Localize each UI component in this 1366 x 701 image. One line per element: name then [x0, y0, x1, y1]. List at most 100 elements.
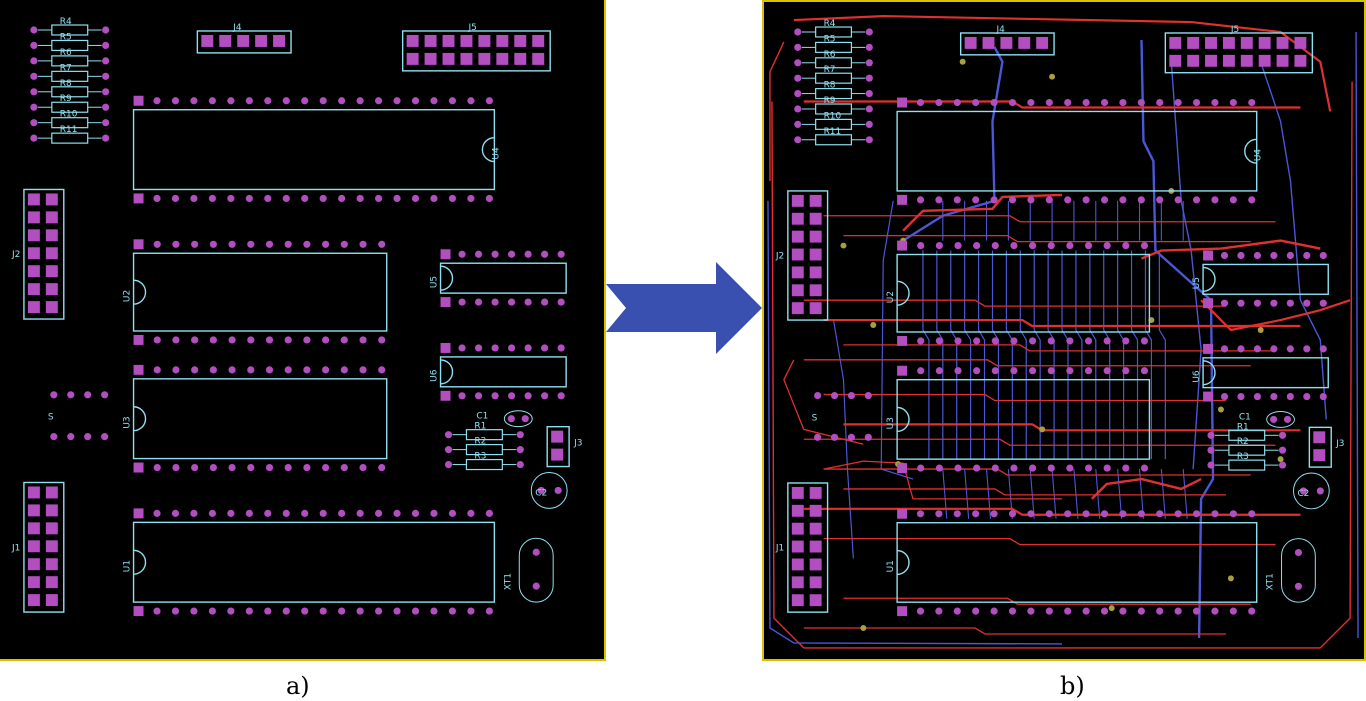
pad [322, 366, 330, 374]
pad [209, 463, 217, 472]
pad [935, 464, 943, 472]
trace [1033, 250, 1041, 460]
pad [1027, 510, 1035, 518]
pad [794, 120, 802, 128]
connector-outline [787, 190, 829, 321]
ic-notch [440, 359, 454, 385]
pad [1082, 196, 1090, 204]
pad [865, 120, 873, 128]
pad [1010, 367, 1018, 375]
pad [411, 607, 420, 615]
pad [847, 391, 855, 400]
pad [356, 607, 364, 615]
resistor-body [1228, 429, 1266, 441]
pad [301, 194, 309, 203]
pad [897, 463, 908, 474]
pad [990, 98, 998, 107]
pad [1119, 196, 1127, 204]
component-label: U6 [1192, 370, 1202, 383]
pad [247, 463, 255, 472]
pad [356, 194, 364, 203]
pad [1220, 299, 1229, 307]
connector-outline [787, 482, 829, 613]
pad [460, 34, 473, 47]
pad [1248, 196, 1256, 204]
pad [1174, 98, 1182, 107]
ic-notch [1203, 360, 1216, 386]
pad [102, 88, 110, 96]
pad [485, 97, 493, 105]
component-label: R10 [60, 110, 78, 120]
pad [474, 344, 483, 352]
pad [1045, 510, 1053, 518]
pad [809, 576, 822, 589]
pad [458, 250, 466, 258]
pad [953, 607, 961, 615]
pad [1122, 367, 1130, 375]
pad [514, 34, 527, 47]
pad [1027, 98, 1035, 107]
trace [843, 423, 1301, 432]
pad [84, 391, 92, 399]
pad [1248, 607, 1256, 615]
pad [1174, 510, 1182, 518]
pad [557, 392, 565, 400]
pad [273, 34, 286, 47]
pad [282, 509, 290, 517]
component-label: U5 [430, 276, 440, 288]
via [1257, 327, 1264, 333]
pad [1286, 392, 1294, 401]
pad [424, 34, 437, 47]
pad [1082, 607, 1090, 615]
via [1039, 426, 1046, 433]
connector-outline [401, 30, 551, 72]
pad [424, 52, 437, 65]
pad [303, 336, 311, 344]
pad [791, 284, 804, 297]
trace [942, 469, 948, 519]
pad [990, 607, 998, 615]
pad [247, 240, 255, 248]
component-label: C2 [1297, 489, 1309, 499]
pad [467, 97, 475, 105]
pad [1237, 251, 1245, 260]
resistor-body [1228, 459, 1266, 471]
pad [809, 302, 822, 315]
pad [791, 302, 804, 315]
trace [902, 193, 1063, 232]
pad [284, 240, 292, 248]
pad [201, 34, 214, 47]
pad [1029, 337, 1037, 345]
pad [172, 240, 180, 248]
pad [791, 540, 804, 553]
pad [865, 105, 873, 113]
component-label: R3 [474, 452, 486, 462]
pad [190, 97, 198, 105]
pad [1066, 464, 1074, 472]
component-label: J5 [1230, 25, 1239, 35]
pad [1211, 98, 1219, 107]
pad [411, 509, 420, 517]
pad [50, 391, 58, 399]
pad [1270, 415, 1278, 423]
pad [245, 194, 253, 203]
pad [897, 194, 908, 205]
pad [1276, 54, 1289, 67]
pad [27, 540, 40, 553]
pad [935, 367, 943, 375]
trace [803, 359, 1251, 367]
pad [27, 265, 40, 278]
pad [1169, 36, 1182, 49]
pad [1010, 241, 1018, 250]
pad [1286, 251, 1294, 260]
pad [209, 336, 217, 344]
component-label: R1 [474, 422, 486, 432]
pad [791, 248, 804, 261]
pad [809, 540, 822, 553]
pad [1278, 431, 1287, 439]
via [1227, 575, 1234, 582]
pad [991, 367, 999, 375]
pad [1211, 607, 1219, 615]
pad [442, 52, 455, 65]
pad [541, 298, 549, 306]
